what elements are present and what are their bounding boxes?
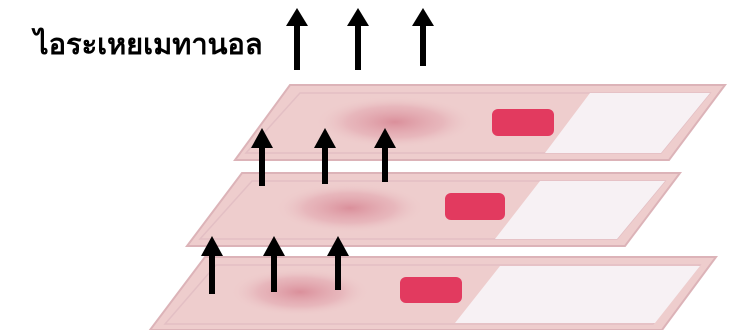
up-arrow-icon — [347, 8, 369, 70]
glass-slide-bottom — [150, 257, 716, 330]
sample-smear — [315, 96, 475, 148]
up-arrow-icon — [286, 8, 308, 70]
red-spot — [492, 109, 554, 136]
red-spot — [400, 277, 462, 303]
red-spot — [445, 193, 505, 220]
sample-smear — [275, 183, 425, 233]
up-arrow-icon — [412, 8, 434, 66]
sample-smear — [230, 268, 370, 316]
arrow-group-top — [286, 8, 434, 70]
glass-slide-top — [235, 85, 725, 160]
